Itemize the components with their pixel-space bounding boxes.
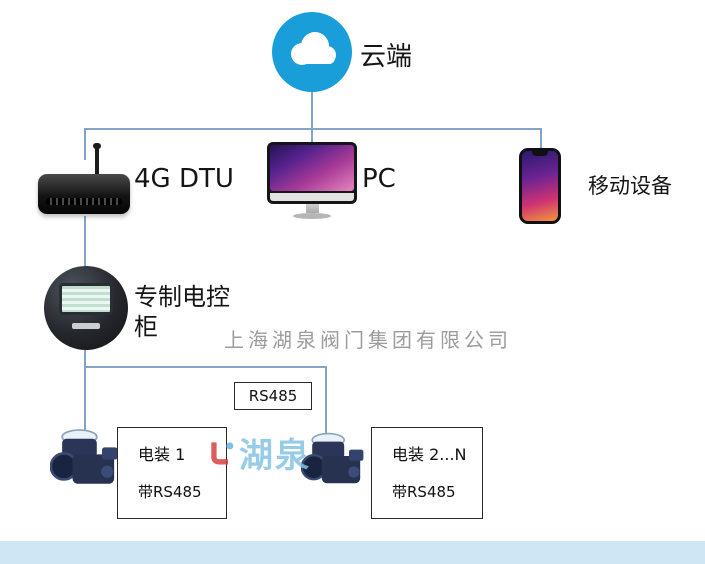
connector-line [84,128,542,130]
actuator1-box: 电装 1 带RS485 [117,427,227,519]
connector-line [84,128,86,160]
actuator1-subtitle: 带RS485 [138,483,202,501]
cloud-icon [272,12,352,92]
connector-line [84,216,86,270]
connector-line [311,92,313,129]
antenna-icon [93,143,101,178]
actuator1-title: 电装 1 [138,445,186,464]
control-cabinet-icon [44,266,128,350]
connector-line [84,348,86,366]
connector-line [84,366,86,442]
rs485-label: RS485 [248,387,298,405]
mobile-label: 移动设备 [588,174,672,198]
connector-line [311,128,313,144]
cabinet-label: 专制电控柜 [134,283,230,341]
cloud-label: 云端 [360,42,413,72]
router-icon [38,143,130,222]
connector-line [84,366,327,368]
cabinet-screen-icon [59,283,113,315]
watermark-logo-text: 湖泉 [239,436,311,476]
watermark-company-text: 上海湖泉阀门集团有限公司 [224,328,512,352]
connector-line [325,366,327,434]
connector-line [540,128,542,150]
actuator2-title: 电装 2...N [392,445,467,464]
pc-label: PC [362,164,396,194]
dtu-label: 4G DTU [134,164,234,194]
smartphone-icon [519,148,561,224]
watermark-logo: 湖泉 [206,428,311,477]
actuator1-icon [49,426,128,504]
pc-monitor-icon [267,142,357,222]
actuator2-icon [300,430,373,502]
actuator2-subtitle: 带RS485 [392,483,456,501]
actuator2-box: 电装 2...N 带RS485 [371,427,483,519]
logo-mark-icon [211,441,234,464]
footer-bar [0,541,705,564]
rs485-box: RS485 [234,382,312,410]
